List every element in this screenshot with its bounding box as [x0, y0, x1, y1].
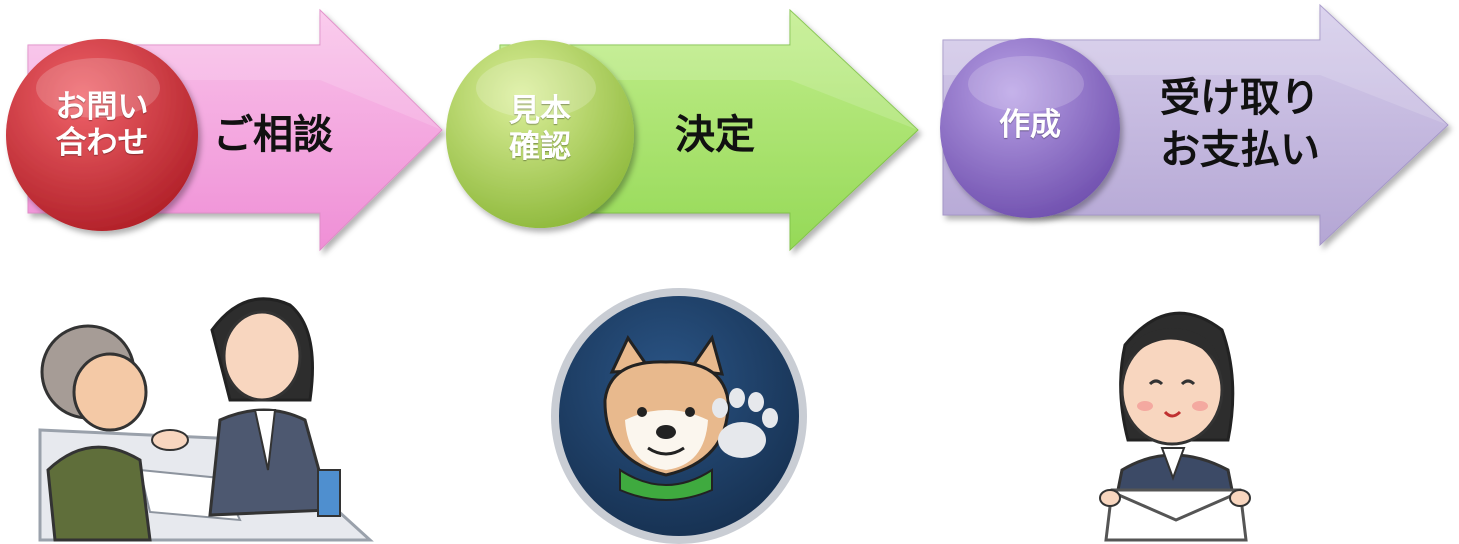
step1-circle-line2: 合わせ: [55, 124, 149, 161]
step1-circle-line1: お問い: [55, 89, 149, 125]
step2-circle-line2: 確認: [509, 128, 571, 165]
step3-arrow-line1: 受け取り: [1160, 75, 1320, 121]
step2-arrow-text: 決定: [650, 112, 780, 158]
step2-circle-text: 見本 確認: [490, 93, 590, 165]
step3-arrow-line2: お支払い: [1160, 127, 1320, 173]
step2-circle: [446, 40, 634, 228]
step3-circle-line1: 作成: [999, 107, 1061, 143]
step2-arrow-line1: 決定: [675, 112, 755, 158]
step3-circle-text: 作成: [980, 107, 1080, 144]
step1-circle-text: お問い 合わせ: [40, 89, 164, 161]
step3-circle: [940, 38, 1120, 218]
dog-paw-logo: [551, 288, 807, 544]
step1-circle: [6, 39, 198, 231]
step3-arrow-text: 受け取り お支払い: [1150, 72, 1330, 176]
step1-arrow-text: ご相談: [198, 112, 348, 158]
staff-with-envelope-illustration: [1099, 311, 1251, 542]
step1-arrow-line1: ご相談: [213, 112, 333, 158]
step2-circle-line1: 見本: [509, 93, 571, 129]
consultation-illustration: [38, 297, 374, 542]
